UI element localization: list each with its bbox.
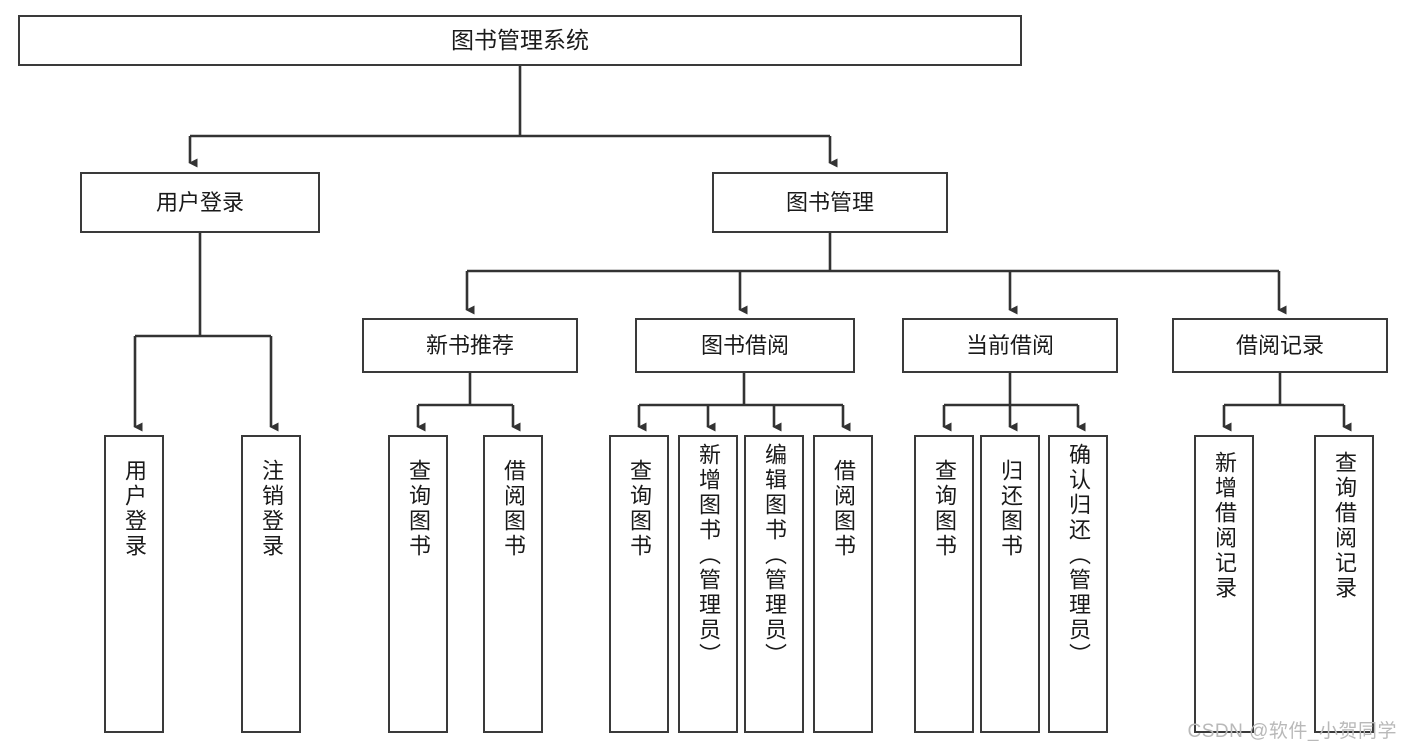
node-current-borrow[interactable]: 当前借阅	[902, 318, 1118, 373]
leaf-recommend-borrow-book[interactable]: 借阅图书	[483, 435, 543, 733]
leaf-current-return-book[interactable]: 归还图书	[980, 435, 1040, 733]
node-label: 图书管理系统	[451, 27, 589, 54]
node-label: 查询借阅记录	[1332, 451, 1357, 601]
node-label: 图书借阅	[700, 332, 789, 358]
node-label: 用户登录	[122, 459, 147, 559]
node-label: 当前借阅	[965, 332, 1054, 358]
node-label: 查询图书	[406, 459, 431, 559]
node-label: 新增借阅记录	[1212, 451, 1237, 601]
leaf-borrow-edit-book-admin[interactable]: 编辑图书（管理员）	[744, 435, 804, 733]
leaf-records-query-record[interactable]: 查询借阅记录	[1314, 435, 1374, 733]
node-label: 借阅图书	[501, 459, 526, 559]
node-label: 编辑图书（管理员）	[762, 443, 787, 668]
node-book-borrow[interactable]: 图书借阅	[635, 318, 855, 373]
leaf-user-login-login[interactable]: 用户登录	[104, 435, 164, 733]
leaf-user-login-logout[interactable]: 注销登录	[241, 435, 301, 733]
leaf-current-query-book[interactable]: 查询图书	[914, 435, 974, 733]
leaf-borrow-query-book[interactable]: 查询图书	[609, 435, 669, 733]
node-root-system[interactable]: 图书管理系统	[18, 15, 1022, 66]
node-label: 查询图书	[932, 459, 957, 559]
leaf-records-add-record[interactable]: 新增借阅记录	[1194, 435, 1254, 733]
node-label: 借阅记录	[1235, 332, 1324, 358]
node-new-book-recommend[interactable]: 新书推荐	[362, 318, 578, 373]
leaf-recommend-query-book[interactable]: 查询图书	[388, 435, 448, 733]
node-label: 新增图书（管理员）	[696, 443, 721, 668]
leaf-borrow-add-book-admin[interactable]: 新增图书（管理员）	[678, 435, 738, 733]
node-label: 注销登录	[259, 459, 284, 559]
node-label: 借阅图书	[831, 459, 856, 559]
csdn-watermark: CSDN @软件_小贺同学	[1187, 721, 1397, 742]
node-label: 新书推荐	[425, 332, 514, 358]
node-label: 图书管理	[785, 189, 874, 215]
node-label: 归还图书	[998, 459, 1023, 559]
node-label: 查询图书	[627, 459, 652, 559]
node-user-login[interactable]: 用户登录	[80, 172, 320, 233]
leaf-current-confirm-return-admin[interactable]: 确认归还（管理员）	[1048, 435, 1108, 733]
node-book-management[interactable]: 图书管理	[712, 172, 948, 233]
leaf-borrow-borrow-book[interactable]: 借阅图书	[813, 435, 873, 733]
node-borrow-records[interactable]: 借阅记录	[1172, 318, 1388, 373]
node-label: 用户登录	[155, 189, 244, 215]
node-label: 确认归还（管理员）	[1066, 443, 1091, 668]
